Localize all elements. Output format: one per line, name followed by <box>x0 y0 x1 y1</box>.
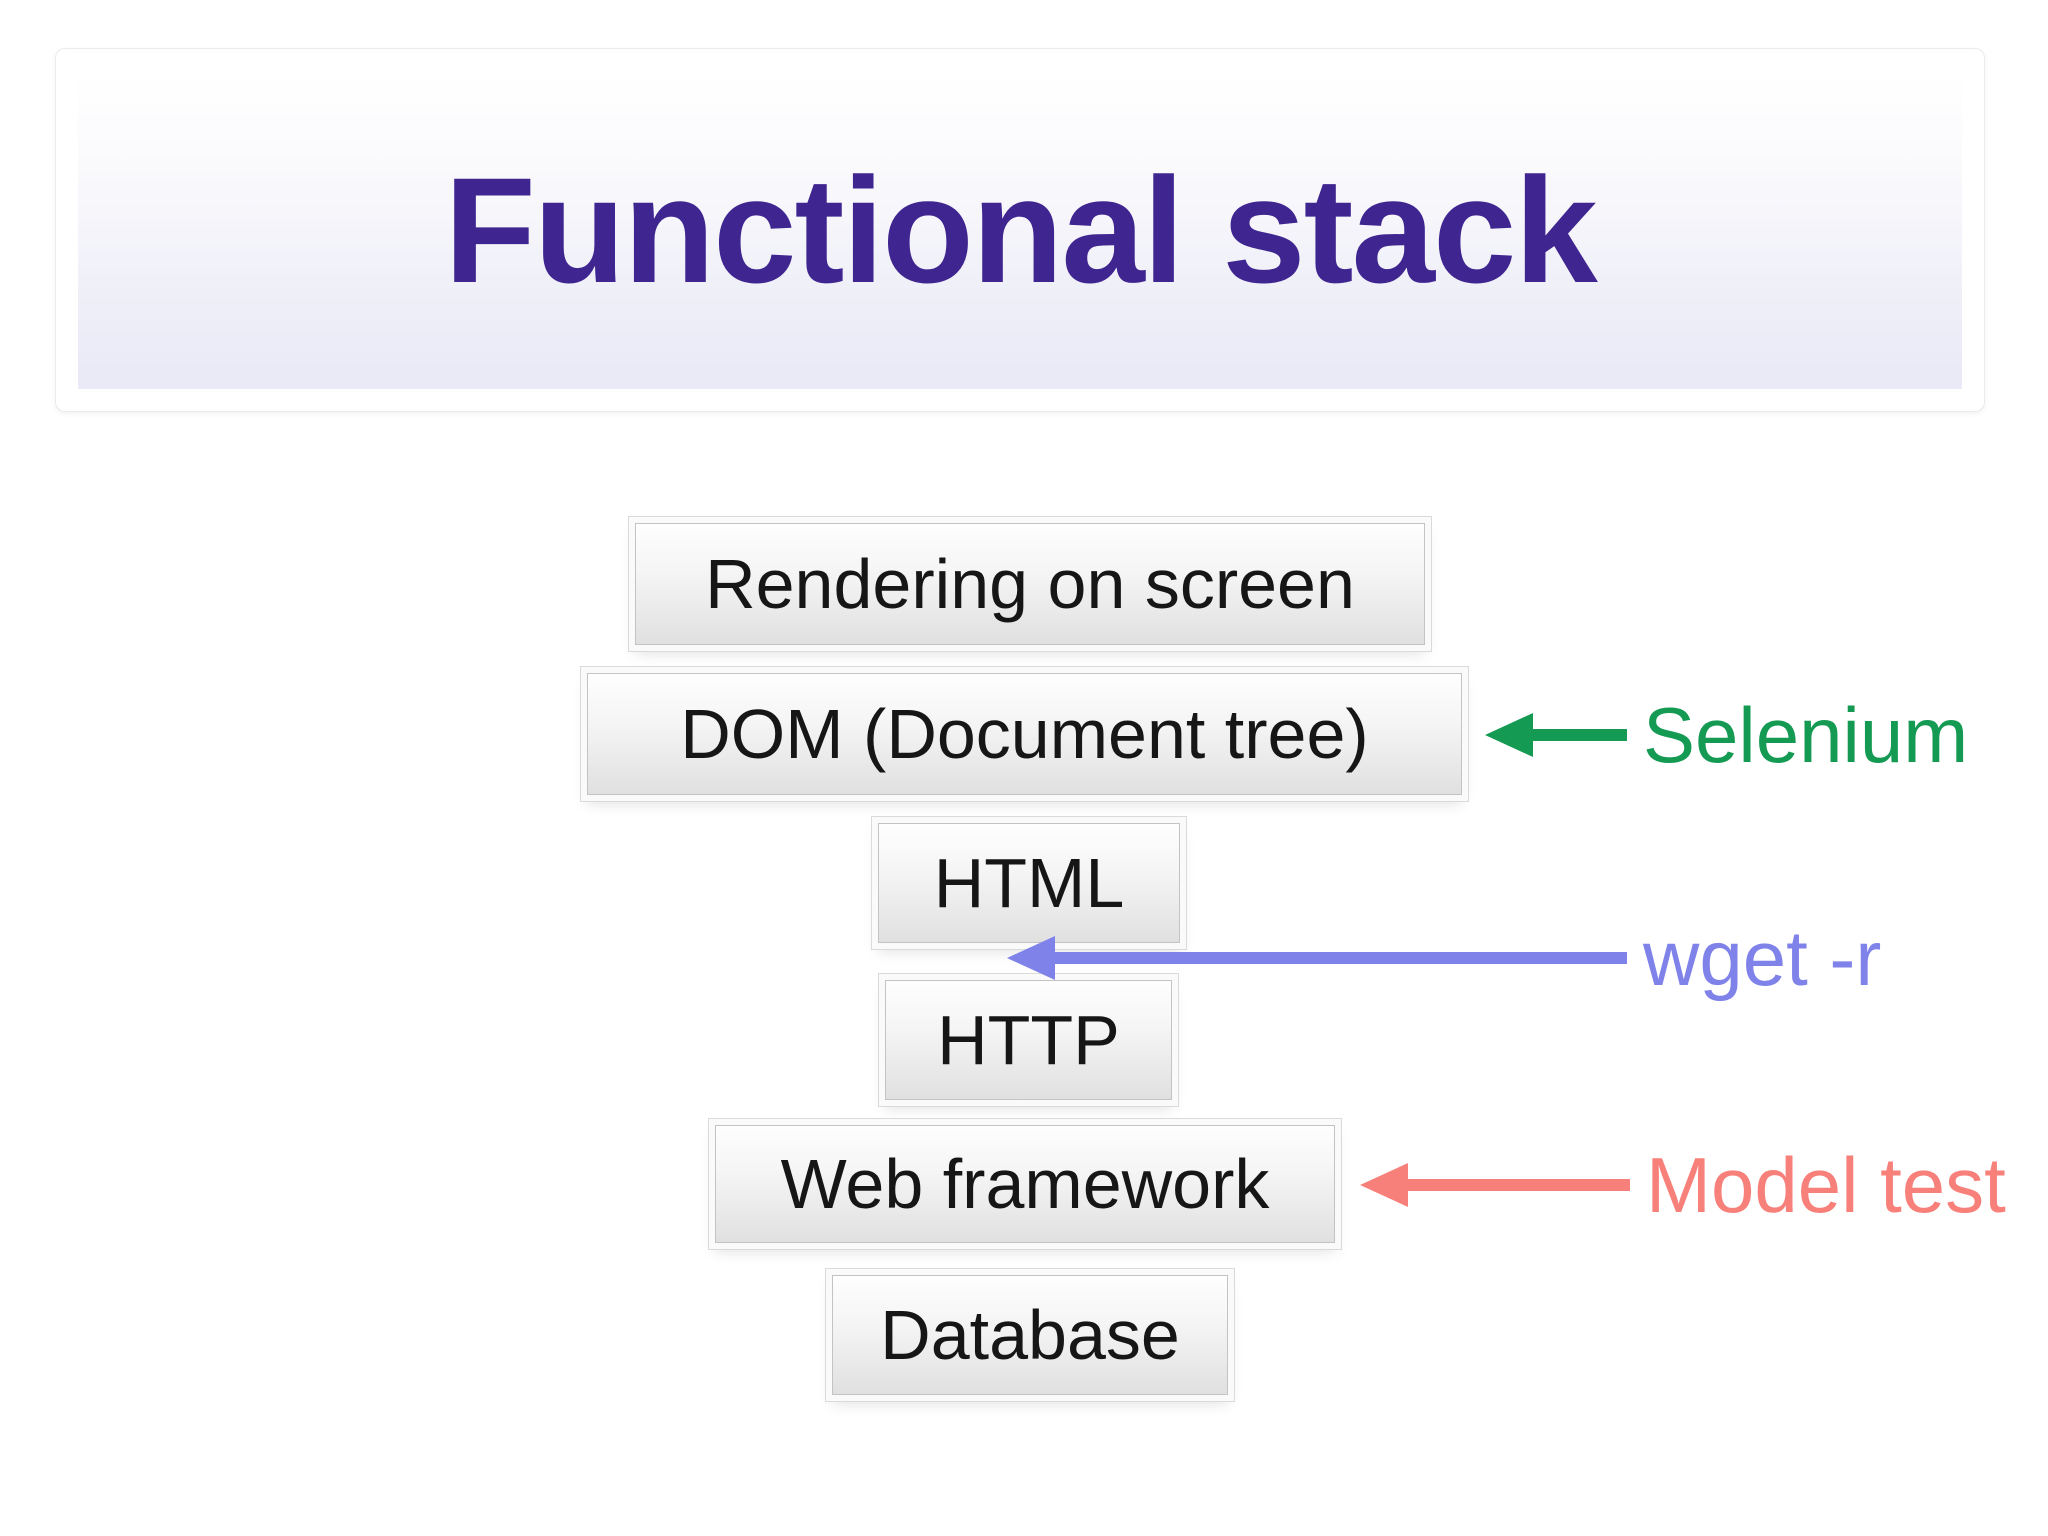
annotation-label: Selenium <box>1643 691 1969 779</box>
stack-box-rendering-on-screen: Rendering on screen <box>635 523 1425 645</box>
annotation-label: wget -r <box>1643 914 1882 1002</box>
left-arrow-icon <box>1360 1163 1630 1207</box>
stack-box-html: HTML <box>878 823 1180 943</box>
left-arrow-icon <box>1485 713 1627 757</box>
stack-box-label: HTML <box>933 844 1125 922</box>
annotation-wget-r: wget -r <box>1007 914 1882 1002</box>
stack-box-dom-document-tree: DOM (Document tree) <box>587 673 1462 795</box>
stack-box-label: DOM (Document tree) <box>680 695 1369 773</box>
stack-box-label: Web framework <box>780 1145 1270 1223</box>
slide-title: Functional stack <box>444 145 1598 314</box>
annotation-selenium: Selenium <box>1485 691 1969 779</box>
title-box: Functional stack <box>55 48 1985 412</box>
stack-box-label: Rendering on screen <box>705 545 1355 623</box>
stack-box-http: HTTP <box>885 980 1172 1100</box>
annotation-label: Model test <box>1646 1141 2006 1229</box>
title-gradient-panel: Functional stack <box>78 71 1962 389</box>
stack-box-database: Database <box>832 1275 1228 1395</box>
left-arrow-icon <box>1007 936 1627 980</box>
stack-box-label: Database <box>880 1296 1180 1374</box>
stack-box-label: HTTP <box>937 1001 1120 1079</box>
annotation-model-test: Model test <box>1360 1141 2006 1229</box>
stack-box-web-framework: Web framework <box>715 1125 1335 1243</box>
